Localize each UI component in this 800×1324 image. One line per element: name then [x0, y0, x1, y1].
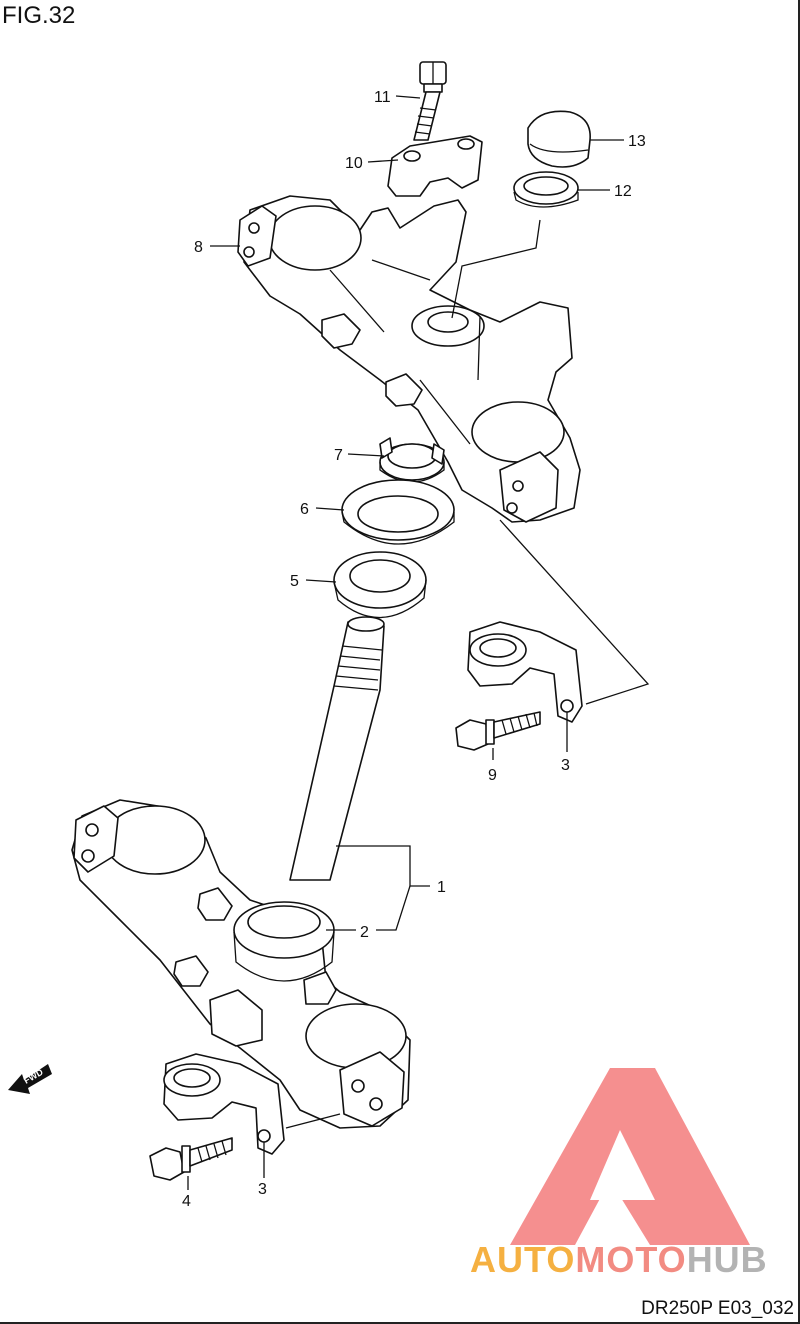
- part-4-bolt: [149, 1137, 233, 1181]
- callout-9: 9: [488, 767, 497, 784]
- callout-13: 13: [628, 133, 646, 150]
- callout-1: 1: [437, 879, 446, 896]
- part-3-cable-guide-upper: [467, 621, 583, 723]
- part-13-cap-nut: [527, 110, 591, 168]
- lower-bracket: [71, 799, 411, 1129]
- figure-title: FIG.32: [2, 2, 76, 29]
- callout-5: 5: [290, 573, 299, 590]
- callout-8: 8: [194, 239, 203, 256]
- callout-11: 11: [374, 89, 391, 106]
- watermark-text: AUTOMOTOHUB: [470, 1239, 768, 1280]
- fwd-arrow-icon: FWD: [8, 1064, 52, 1094]
- callout-6: 6: [300, 501, 309, 518]
- watermark-logo-icon: [510, 1068, 750, 1245]
- callout-3-lower: 3: [258, 1181, 267, 1198]
- part-11-bolt: [413, 61, 447, 141]
- figure-code: DR250P E03_032: [641, 1298, 794, 1319]
- callout-12: 12: [614, 183, 632, 200]
- leader-lines: [187, 95, 650, 1190]
- part-12-washer: [513, 171, 579, 208]
- watermark-moto: MOTO: [575, 1239, 686, 1280]
- callout-3-upper: 3: [561, 757, 570, 774]
- part-6-dust-seal: [341, 479, 455, 545]
- part-10-handlebar-holder: [387, 135, 483, 197]
- callout-2: 2: [360, 924, 369, 941]
- callout-4: 4: [182, 1193, 191, 1210]
- part-8-upper-bracket: [237, 195, 581, 523]
- part-2-lower-bearing: [233, 901, 335, 982]
- part-1-steering-stem: [289, 616, 385, 881]
- callout-10: 10: [345, 155, 363, 172]
- watermark-auto: AUTO: [470, 1239, 575, 1280]
- part-5-bearing: [333, 551, 427, 619]
- part-7-stem-nut: [379, 437, 445, 483]
- part-9-bolt: [455, 711, 541, 751]
- callout-7: 7: [334, 447, 343, 464]
- watermark-hub: HUB: [687, 1239, 768, 1280]
- callout-labels: 11 10 13 12 8 7 6 5 9 3 1 2 3 4: [182, 89, 646, 1210]
